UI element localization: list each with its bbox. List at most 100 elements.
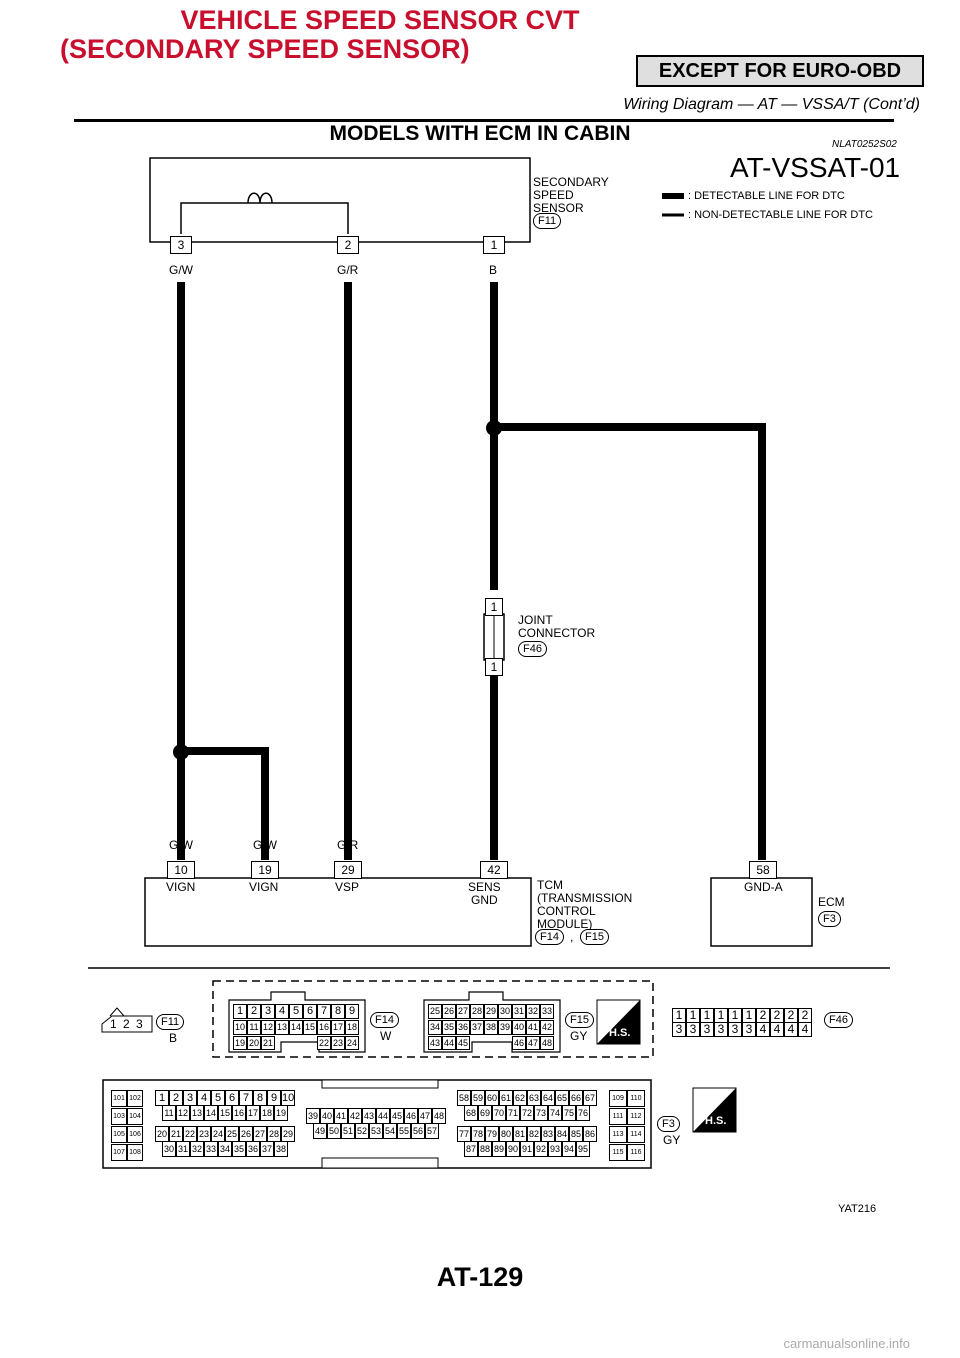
connector-pin-cell: 45: [390, 1108, 404, 1124]
connector-pin-cell: 73: [534, 1105, 548, 1121]
connector-pin-cell: 106: [127, 1126, 143, 1143]
connector-pin-cell: 61: [499, 1090, 513, 1106]
connector-pin-cell: 37: [260, 1141, 274, 1157]
tcm-signal-label: SENS GND: [468, 880, 501, 907]
figure-code: YAT216: [838, 1203, 877, 1215]
connector-pin-cell: 2: [169, 1090, 183, 1106]
tcm-pin-29: 29: [334, 861, 362, 879]
wire-color-label: G/W: [169, 838, 193, 852]
connector-pin-cell: 10: [233, 1020, 247, 1035]
tcm-pin-10: 10: [167, 861, 195, 879]
connector-pin-cell: 23: [331, 1036, 345, 1050]
connector-pin-cell: 23: [197, 1126, 211, 1142]
legend-detectable: : DETECTABLE LINE FOR DTC: [688, 190, 845, 202]
connector-pin-cell: 83: [541, 1126, 555, 1142]
joint-pin-top: 1: [485, 598, 503, 616]
connector-pin-cell: 84: [555, 1126, 569, 1142]
connector-pin-cell: 103: [111, 1108, 127, 1125]
connector-pin-cell: 2: [798, 1008, 812, 1023]
connector-pin-cell: 14: [204, 1105, 218, 1121]
ecm-signal-label: GND-A: [744, 880, 783, 894]
connector-pin-cell: 32: [190, 1141, 204, 1157]
connector-pin-cell: 66: [569, 1090, 583, 1106]
connector-pin-cell: 47: [526, 1036, 540, 1050]
hs-icon: [597, 1000, 640, 1044]
connector-pin-cell: 14: [289, 1020, 303, 1035]
header-title-line1: VEHICLE SPEED SENSOR CVT: [180, 5, 580, 35]
connector-pin-cell: 4: [770, 1022, 784, 1037]
tcm-name: TCM (TRANSMISSION CONTROL MODULE): [537, 878, 633, 931]
connector-pin-cell: 87: [464, 1141, 478, 1157]
connector-pin-cell: 37: [470, 1020, 484, 1035]
connector-pin-cell: 29: [484, 1004, 498, 1019]
connector-pin-cell: 43: [362, 1108, 376, 1124]
connector-pin-cell: 67: [583, 1090, 597, 1106]
sensor-pin-2: 2: [337, 236, 359, 254]
joint-pin-bottom: 1: [485, 658, 503, 676]
connector-pin-cell: 17: [331, 1020, 345, 1035]
connector-pin-cell: 81: [513, 1126, 527, 1142]
connector-pin-cell: 92: [534, 1141, 548, 1157]
connector-pin-cell: 35: [442, 1020, 456, 1035]
connector-pin-cell: 22: [317, 1036, 331, 1050]
connector-pin-cell: 68: [464, 1105, 478, 1121]
connector-pin-cell: 80: [499, 1126, 513, 1142]
connector-pin-cell: 8: [331, 1004, 345, 1019]
connector-pin-cell: 28: [267, 1126, 281, 1142]
f11-pin-number: 2: [123, 1017, 130, 1031]
wire-color-label: G/W: [253, 838, 277, 852]
connector-pin-cell: 25: [428, 1004, 442, 1019]
tcm-signal-label: VIGN: [249, 880, 279, 894]
tcm-pin-19: 19: [251, 861, 279, 879]
connector-pin-cell: 40: [512, 1020, 526, 1035]
tcm-pin-42: 42: [480, 861, 508, 879]
connector-pin-cell: 27: [253, 1126, 267, 1142]
connector-pin-cell: 22: [183, 1126, 197, 1142]
f11-connector-tag: F11: [156, 1014, 185, 1030]
connector-pin-cell: 78: [471, 1126, 485, 1142]
connector-pin-cell: 64: [541, 1090, 555, 1106]
f14-color-label: W: [380, 1029, 392, 1043]
connector-pin-cell: 3: [700, 1022, 714, 1037]
f11-color-label: B: [169, 1031, 178, 1045]
connector-pin-cell: 76: [576, 1105, 590, 1121]
tcm-signal-label: VIGN: [166, 880, 196, 894]
connector-pin-cell: 38: [274, 1141, 288, 1157]
connector-pin-cell: 51: [341, 1123, 355, 1139]
sensor-name: SECONDARY SPEED SENSOR: [533, 175, 609, 215]
connector-pin-cell: 86: [583, 1126, 597, 1142]
connector-pin-cell: 18: [345, 1020, 359, 1035]
connector-pin-cell: 3: [672, 1022, 686, 1037]
connector-pin-cell: 1: [700, 1008, 714, 1023]
f3-color-label: GY: [663, 1133, 681, 1147]
connector-pin-cell: 25: [225, 1126, 239, 1142]
connector-pin-cell: 34: [218, 1141, 232, 1157]
connector-pin-cell: 43: [428, 1036, 442, 1050]
f11-latch: [109, 1007, 125, 1017]
connector-pin-cell: 70: [492, 1105, 506, 1121]
connector-pin-cell: 17: [246, 1105, 260, 1121]
sensor-pin-1: 1: [483, 236, 505, 254]
connector-pin-cell: 21: [169, 1126, 183, 1142]
connector-pin-cell: 42: [348, 1108, 362, 1124]
wire-gw-branch: [181, 747, 269, 860]
hs-label: H.S.: [609, 1027, 631, 1039]
connector-pin-cell: 6: [303, 1004, 317, 1019]
wire-color-label: B: [489, 263, 498, 277]
connector-pin-cell: 35: [232, 1141, 246, 1157]
connector-pin-cell: 69: [478, 1105, 492, 1121]
f3-bottom-notch: [321, 1157, 439, 1169]
connector-pin-cell: 24: [345, 1036, 359, 1050]
connector-pin-cell: 6: [225, 1090, 239, 1106]
connector-pin-cell: 48: [432, 1108, 446, 1124]
watermark: carmanualsonline.info: [783, 1336, 910, 1351]
connector-pin-cell: 82: [527, 1126, 541, 1142]
connector-pin-cell: 46: [512, 1036, 526, 1050]
ecm-name: ECM: [818, 895, 845, 909]
connector-pin-cell: 90: [506, 1141, 520, 1157]
connector-pin-cell: 47: [418, 1108, 432, 1124]
wire-color-label: B: [489, 574, 498, 588]
tcm-connector-tag-1: F14: [535, 929, 564, 945]
connector-pin-cell: 1: [728, 1008, 742, 1023]
connector-pin-cell: 11: [162, 1105, 176, 1121]
